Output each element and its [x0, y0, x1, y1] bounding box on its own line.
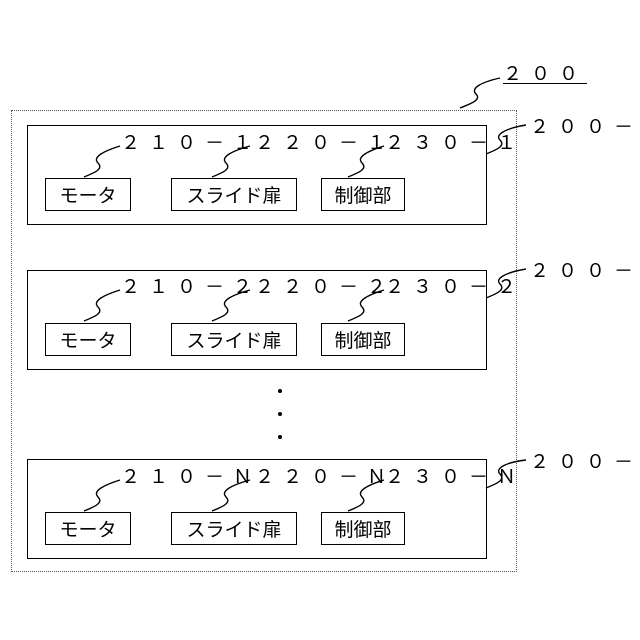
- unit-label: ２００－１: [530, 117, 640, 137]
- ellipsis-dot: [278, 435, 282, 439]
- controller-ref-label: ２３０－Ｎ: [385, 467, 525, 487]
- motor-ref-label: ２１０－１: [121, 133, 261, 153]
- slide-door-ref-label: ２２０－２: [255, 277, 395, 297]
- system-label: ２００: [503, 64, 587, 84]
- motor-box: モータ: [45, 178, 131, 211]
- motor-box: モータ: [45, 323, 131, 356]
- system-leader-line: [460, 78, 500, 108]
- motor-ref-label: ２１０－Ｎ: [121, 467, 261, 487]
- ellipsis-dot: [278, 412, 282, 416]
- controller-box: 制御部: [321, 323, 405, 356]
- controller-box: 制御部: [321, 512, 405, 545]
- slide-door-box: スライド扉: [171, 512, 297, 545]
- motor-box: モータ: [45, 512, 131, 545]
- ellipsis-dot: [278, 389, 282, 393]
- controller-ref-label: ２３０－１: [385, 133, 525, 153]
- slide-door-ref-label: ２２０－Ｎ: [255, 467, 395, 487]
- unit-label: ２００－２: [530, 261, 640, 281]
- slide-door-box: スライド扉: [171, 323, 297, 356]
- motor-ref-label: ２１０－２: [121, 277, 261, 297]
- unit-label: ２００－Ｎ: [530, 452, 640, 472]
- slide-door-box: スライド扉: [171, 178, 297, 211]
- controller-ref-label: ２３０－２: [385, 277, 525, 297]
- slide-door-ref-label: ２２０－１: [255, 133, 395, 153]
- controller-box: 制御部: [321, 178, 405, 211]
